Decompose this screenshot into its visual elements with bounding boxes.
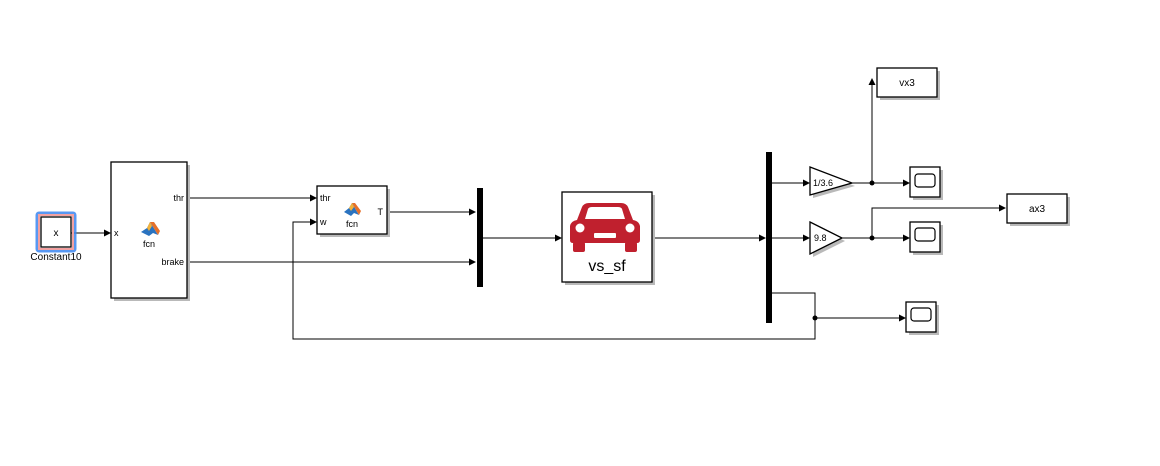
fcn1-label: fcn [143, 239, 155, 249]
gain-speed-block[interactable]: 1/3.6 [809, 166, 855, 198]
matlab-logo-icon [344, 203, 361, 216]
constant-value: x [54, 228, 59, 239]
fcn2-in-port-thr: thr [320, 193, 331, 203]
fcn2-label: fcn [346, 219, 358, 229]
to-workspace-vx3[interactable]: vx3 [876, 67, 940, 100]
signal-lines [71, 78, 1006, 340]
scope-screen-icon [914, 227, 936, 242]
gain-accel-block[interactable]: 9.8 [809, 220, 845, 257]
matlab-logo-icon [141, 222, 160, 236]
mux-block[interactable] [477, 188, 483, 287]
fcn1-in-port-x: x [114, 228, 119, 238]
scope-screen-icon [910, 307, 932, 322]
fcn1-out-port-brake: brake [161, 257, 184, 267]
ax3-label: ax3 [1029, 204, 1046, 215]
demux-block[interactable] [766, 152, 772, 323]
gain-accel-value: 9.8 [814, 233, 827, 243]
car-icon [570, 203, 640, 252]
wire-accel-to-ax3[interactable] [871, 207, 1001, 238]
constant-name: Constant10 [30, 252, 82, 263]
fcn2-out-port-T: T [378, 207, 384, 217]
constant-block[interactable]: x Constant10 [30, 211, 82, 263]
fcn1-block[interactable]: x thr brake fcn [110, 161, 190, 301]
wire-bus-to-scope3[interactable] [772, 292, 901, 319]
fcn1-out-port-thr: thr [173, 193, 184, 203]
scope-speed[interactable] [909, 166, 943, 200]
scope-bus[interactable] [905, 301, 939, 335]
scope-screen-icon [914, 173, 936, 188]
gain-speed-value: 1/3.6 [813, 178, 833, 188]
to-workspace-ax3[interactable]: ax3 [1006, 193, 1070, 226]
vehicle-block[interactable]: vs_sf [561, 191, 655, 285]
vx3-label: vx3 [899, 78, 915, 89]
scope-accel[interactable] [909, 221, 943, 255]
wire-feedback-w[interactable] [292, 221, 816, 340]
vehicle-label: vs_sf [588, 258, 626, 275]
fcn2-block[interactable]: thr w T fcn [316, 185, 390, 237]
fcn2-in-port-w: w [319, 217, 327, 227]
